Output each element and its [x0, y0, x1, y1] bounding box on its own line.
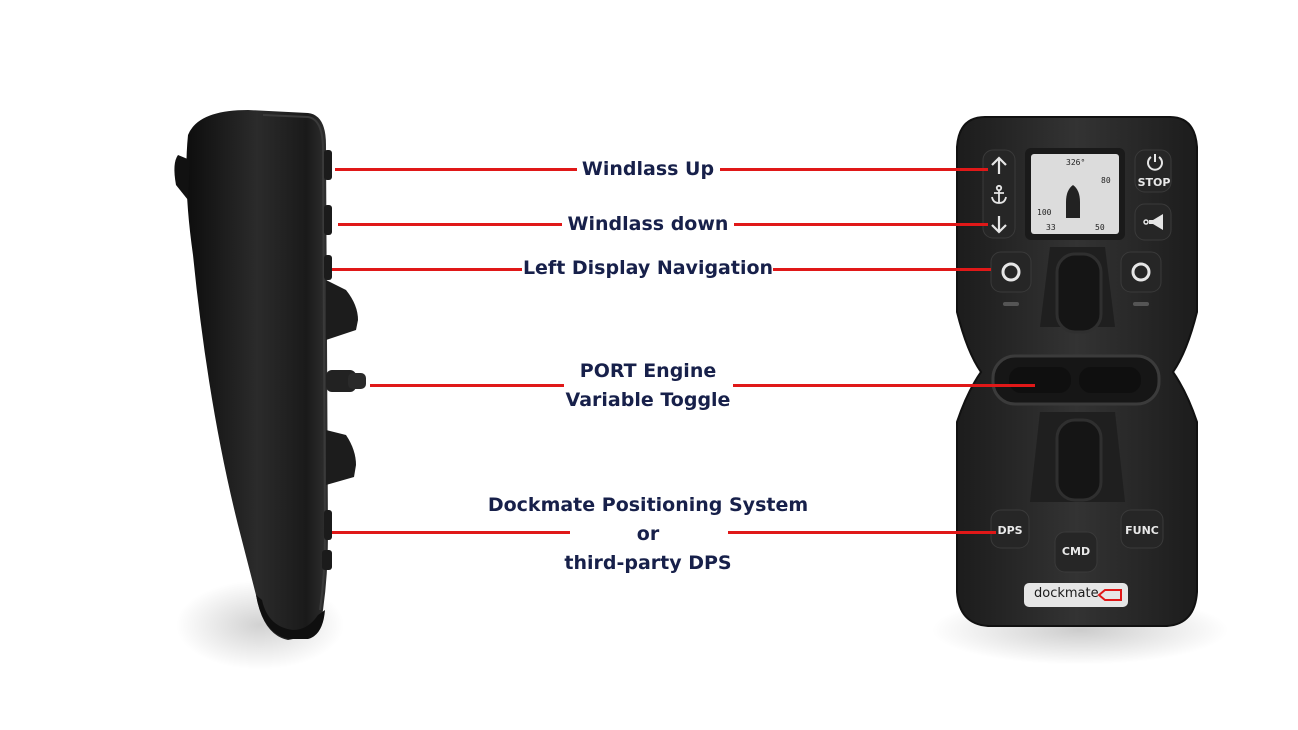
- callout-line-left-display-left: [332, 268, 522, 271]
- label-port-engine-line2: Variable Toggle: [565, 389, 731, 411]
- boat-logo-icon: [1097, 589, 1122, 601]
- dps-button-label: DPS: [997, 524, 1023, 537]
- down-arrow-icon: [991, 216, 1007, 234]
- brand-logo-text: dockmate: [1034, 586, 1099, 601]
- anchor-icon: [991, 184, 1007, 204]
- label-left-display-navigation: Left Display Navigation: [522, 257, 774, 279]
- func-button-label: FUNC: [1125, 524, 1159, 537]
- stop-button-label: STOP: [1137, 176, 1171, 189]
- up-arrow-icon: [991, 156, 1007, 174]
- label-dps-line1: Dockmate Positioning System: [487, 494, 809, 516]
- cmd-button-label: CMD: [1061, 545, 1091, 558]
- screen-heading: 326°: [1066, 158, 1086, 167]
- label-windlass-down: Windlass down: [567, 213, 729, 235]
- screen-top-right-value: 80: [1101, 176, 1111, 185]
- label-port-engine-line1: PORT Engine: [579, 360, 717, 382]
- label-dps-line2: or: [636, 523, 660, 545]
- screen-bottom-right-value: 50: [1095, 223, 1105, 232]
- label-dps-line3: third-party DPS: [564, 552, 732, 574]
- screen-bottom-left-value: 33: [1046, 223, 1056, 232]
- callout-line-port-engine-right: [733, 384, 1035, 387]
- callout-line-windlass-down-right: [734, 223, 988, 226]
- callout-line-windlass-up-left: [335, 168, 577, 171]
- side-view-remote: [174, 110, 366, 640]
- callout-line-dps-left: [332, 531, 570, 534]
- screen-left-value: 100: [1037, 208, 1052, 217]
- horn-icon: [1143, 214, 1163, 230]
- callout-line-dps-right: [728, 531, 996, 534]
- label-windlass-up: Windlass Up: [581, 158, 715, 180]
- front-view-remote: [956, 116, 1198, 627]
- callout-line-port-engine-left: [370, 384, 564, 387]
- callout-line-windlass-up-right: [720, 168, 988, 171]
- label-port-engine: PORT Engine Variable Toggle: [518, 357, 778, 415]
- power-icon: [1147, 154, 1163, 171]
- brand-badge: [1024, 583, 1128, 607]
- callout-line-left-display-right: [773, 268, 991, 271]
- label-dps: Dockmate Positioning System or third-par…: [478, 491, 818, 578]
- callout-line-windlass-down-left: [338, 223, 562, 226]
